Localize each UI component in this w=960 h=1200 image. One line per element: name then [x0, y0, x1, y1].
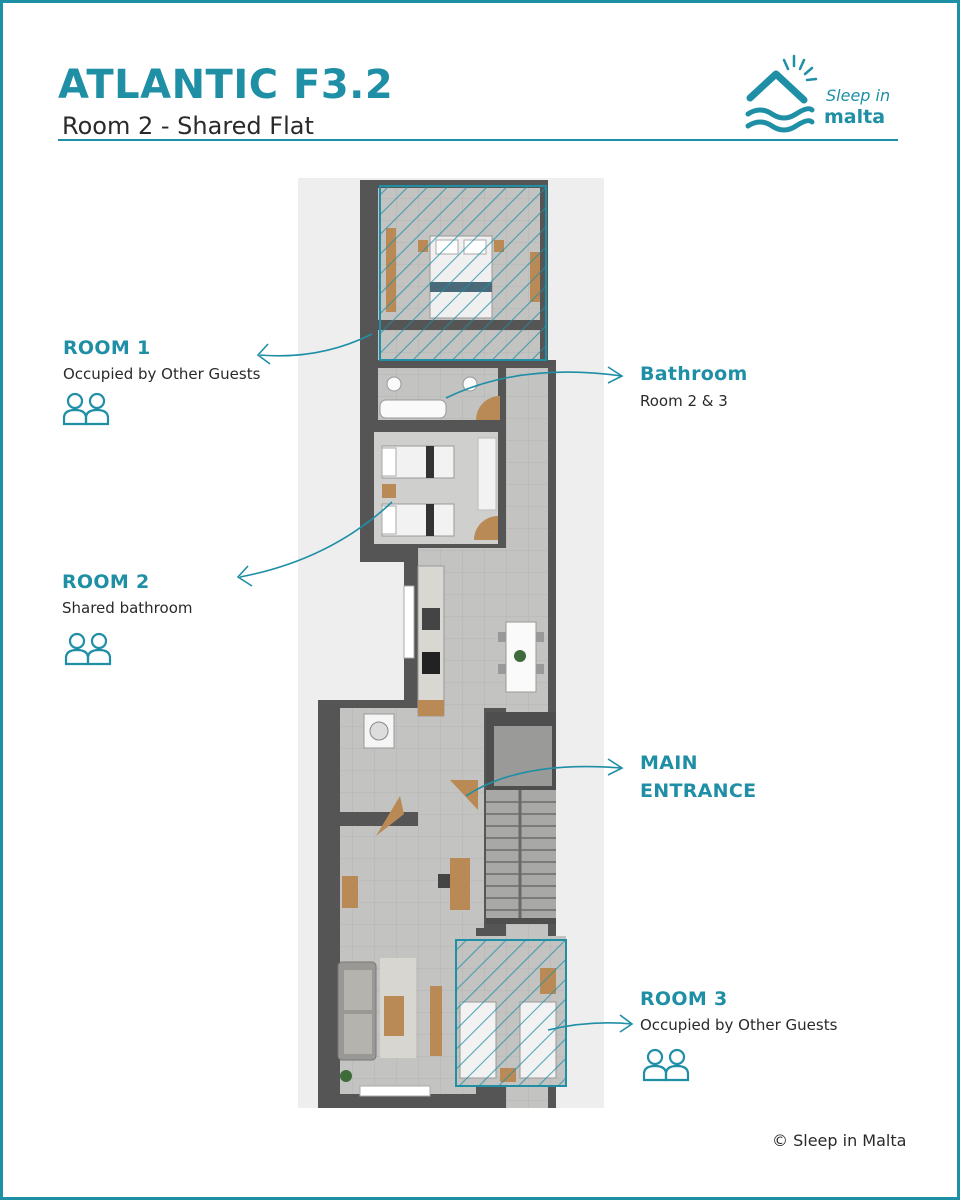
room3-label-subtitle: Occupied by Other Guests	[640, 1016, 838, 1034]
copyright-text: © Sleep in Malta	[772, 1131, 907, 1150]
coffee-table	[384, 996, 404, 1036]
guests-icon	[642, 1048, 690, 1082]
room2-door	[474, 516, 498, 540]
main-entrance-door	[450, 780, 478, 810]
title-divider	[58, 139, 898, 141]
arrow-room1	[259, 333, 373, 357]
bathroom-label-title: Bathroom	[640, 363, 748, 385]
bathroom-door	[476, 396, 500, 420]
arrow-room2	[239, 501, 393, 578]
arrow-bathroom	[445, 371, 623, 399]
balcony-window	[359, 1085, 431, 1097]
room1-label-title: ROOM 1	[63, 337, 151, 359]
kitchen-sink	[422, 608, 440, 630]
guests-icon	[62, 392, 110, 426]
kitchen-counter	[417, 565, 445, 717]
room3-occupied-hatch	[456, 940, 566, 1086]
room2-label-title: ROOM 2	[62, 571, 150, 593]
room1-label-subtitle: Occupied by Other Guests	[63, 365, 261, 383]
hall-desk	[450, 858, 470, 910]
room3-label-title: ROOM 3	[640, 988, 728, 1010]
side-cabinet	[342, 876, 358, 908]
logo-text-malta: malta	[824, 106, 886, 128]
callout-arrows	[236, 333, 634, 1033]
room2-label-subtitle: Shared bathroom	[62, 599, 193, 617]
laundry-door	[376, 796, 404, 836]
stair-landing	[494, 726, 552, 786]
tv-unit	[430, 986, 442, 1056]
bathroom-label-subtitle: Room 2 & 3	[640, 392, 728, 410]
guests-icon	[64, 632, 112, 666]
main-entrance-label-line2: ENTRANCE	[640, 780, 757, 802]
room2-nightstand	[382, 484, 396, 498]
kitchen-window	[403, 585, 415, 659]
washing-machine	[363, 713, 395, 749]
kitchen-hob	[422, 652, 440, 674]
logo-text-sleep-in: Sleep in	[826, 86, 891, 105]
room2-wardrobe	[477, 437, 497, 511]
toilet	[386, 376, 402, 392]
house-sun-logo-icon	[745, 54, 818, 133]
bathtub	[379, 399, 447, 419]
page-title: ATLANTIC F3.2	[58, 62, 394, 108]
stair-steps	[486, 790, 556, 918]
arrow-room3	[547, 1022, 633, 1031]
room1-occupied-hatch	[380, 186, 546, 360]
sleep-in-malta-logo: Sleep in malta	[744, 52, 904, 136]
page-subtitle: Room 2 - Shared Flat	[62, 112, 314, 140]
main-entrance-label-line1: MAIN	[640, 752, 698, 774]
arrow-main-entrance	[465, 765, 623, 797]
